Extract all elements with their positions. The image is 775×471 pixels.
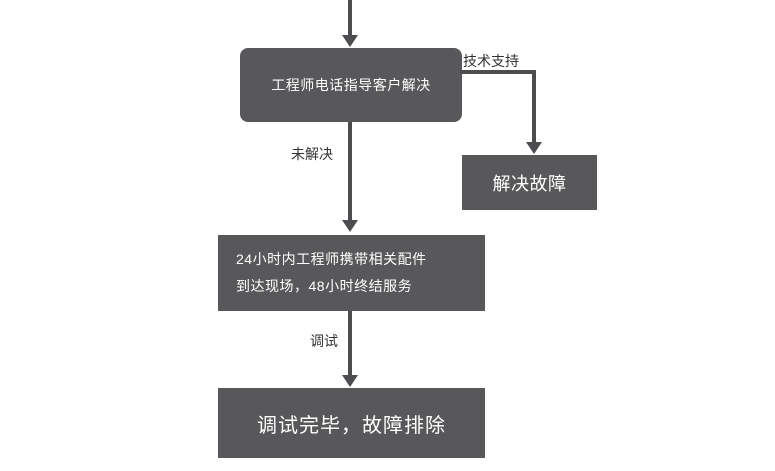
edge-label-debug: 调试 [310,333,338,349]
node-debug-done: 调试完毕，故障排除 [218,388,485,458]
arrow-down-icon [342,35,358,47]
node-debug-done-label: 调试完毕，故障排除 [257,414,446,437]
arrow-down-icon [342,375,358,387]
connector-tech-support-h [460,70,536,74]
connector-debug [348,311,352,376]
node-resolve-fault-label: 解决故障 [492,173,567,194]
connector-unresolved [348,122,352,221]
connector-entry-line [348,0,352,36]
connector-tech-support-v [532,70,536,143]
node-phone-guidance: 工程师电话指导客户解决 [240,48,462,122]
edge-label-unresolved: 未解决 [291,146,333,162]
node-onsite-service-line2: 到达现场，48小时终结服务 [236,278,413,294]
node-onsite-service: 24小时内工程师携带相关配件 到达现场，48小时终结服务 [218,235,485,311]
arrow-down-icon [342,220,358,232]
node-phone-guidance-label: 工程师电话指导客户解决 [271,77,431,93]
edge-label-tech-support: 技术支持 [463,53,519,69]
arrow-down-icon [526,142,542,154]
node-resolve-fault: 解决故障 [462,155,597,210]
node-onsite-service-line1: 24小时内工程师携带相关配件 [236,251,427,267]
